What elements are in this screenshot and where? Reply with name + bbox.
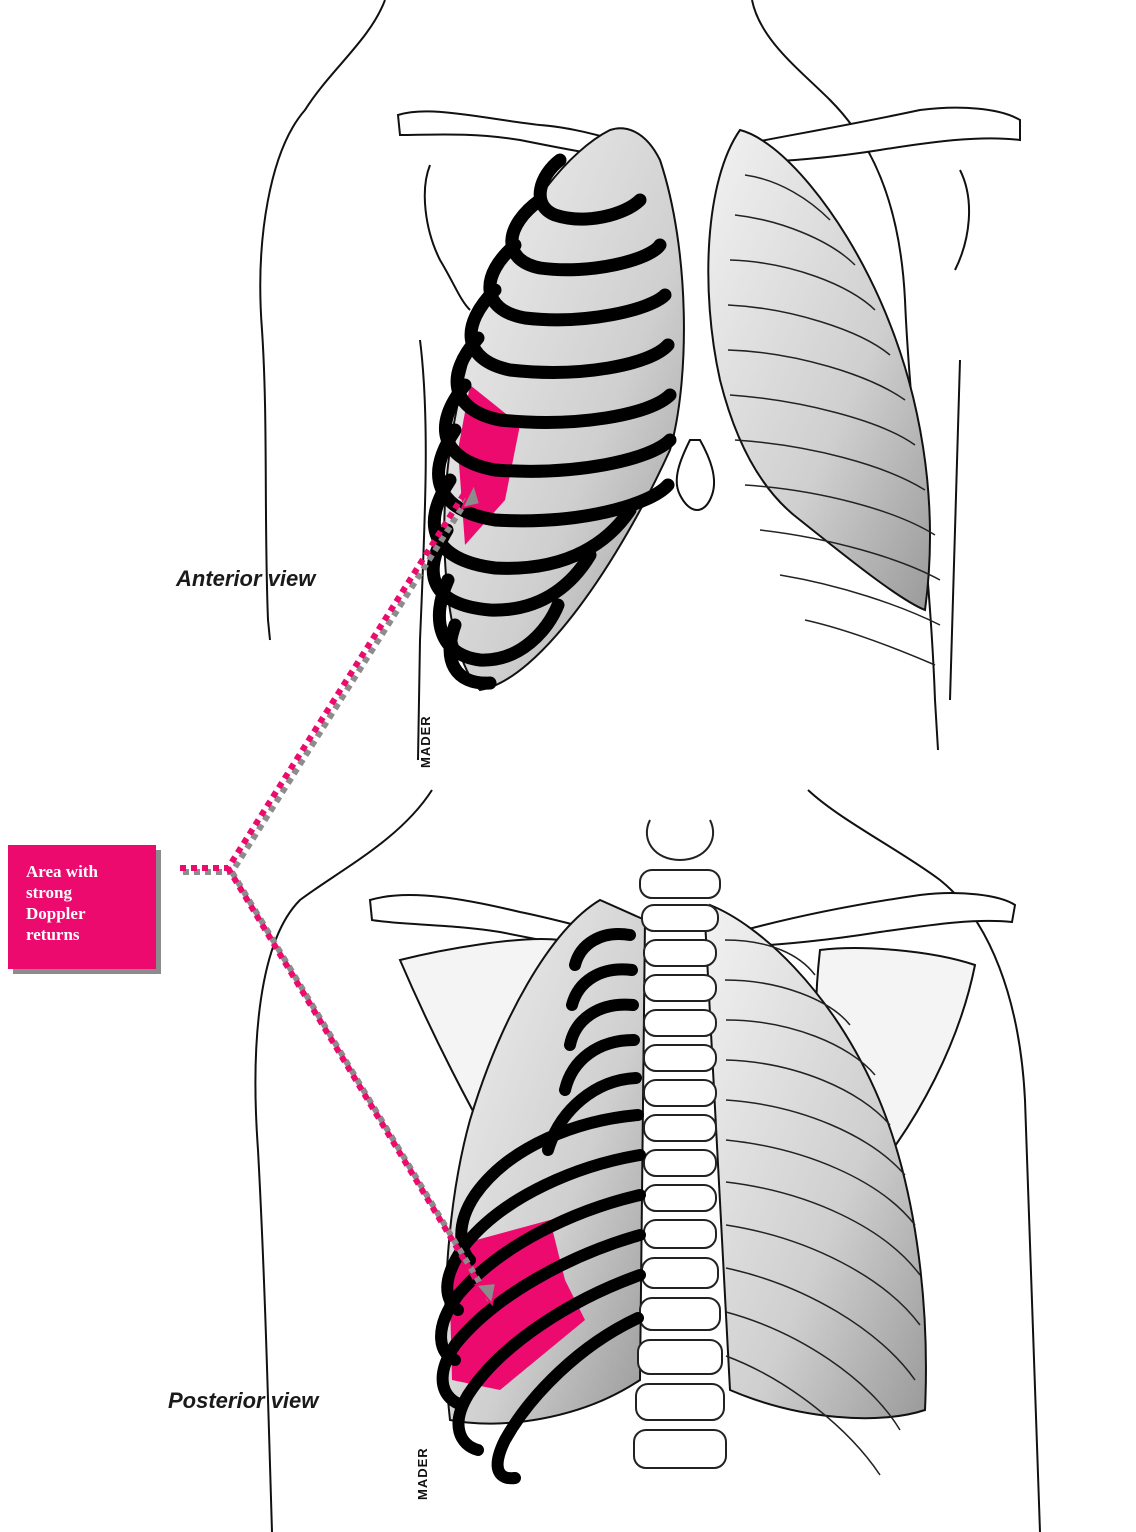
- callout-box: Area with strong Doppler returns: [8, 845, 156, 969]
- anterior-clavicle-left: [740, 108, 1020, 162]
- posterior-view-label: Posterior view: [168, 1388, 320, 1413]
- anterior-view-label: Anterior view: [175, 566, 317, 591]
- posterior-view: [255, 790, 1040, 1532]
- anterior-signature: MADER: [418, 715, 433, 768]
- posterior-signature: MADER: [415, 1447, 430, 1500]
- anterior-sternum: [677, 440, 714, 510]
- anterior-body-outline: [260, 0, 385, 640]
- posterior-spine: [634, 820, 726, 1468]
- posterior-clavicle-left: [745, 893, 1015, 946]
- anterior-view: [260, 0, 1020, 760]
- anterior-lung-left: [708, 130, 930, 610]
